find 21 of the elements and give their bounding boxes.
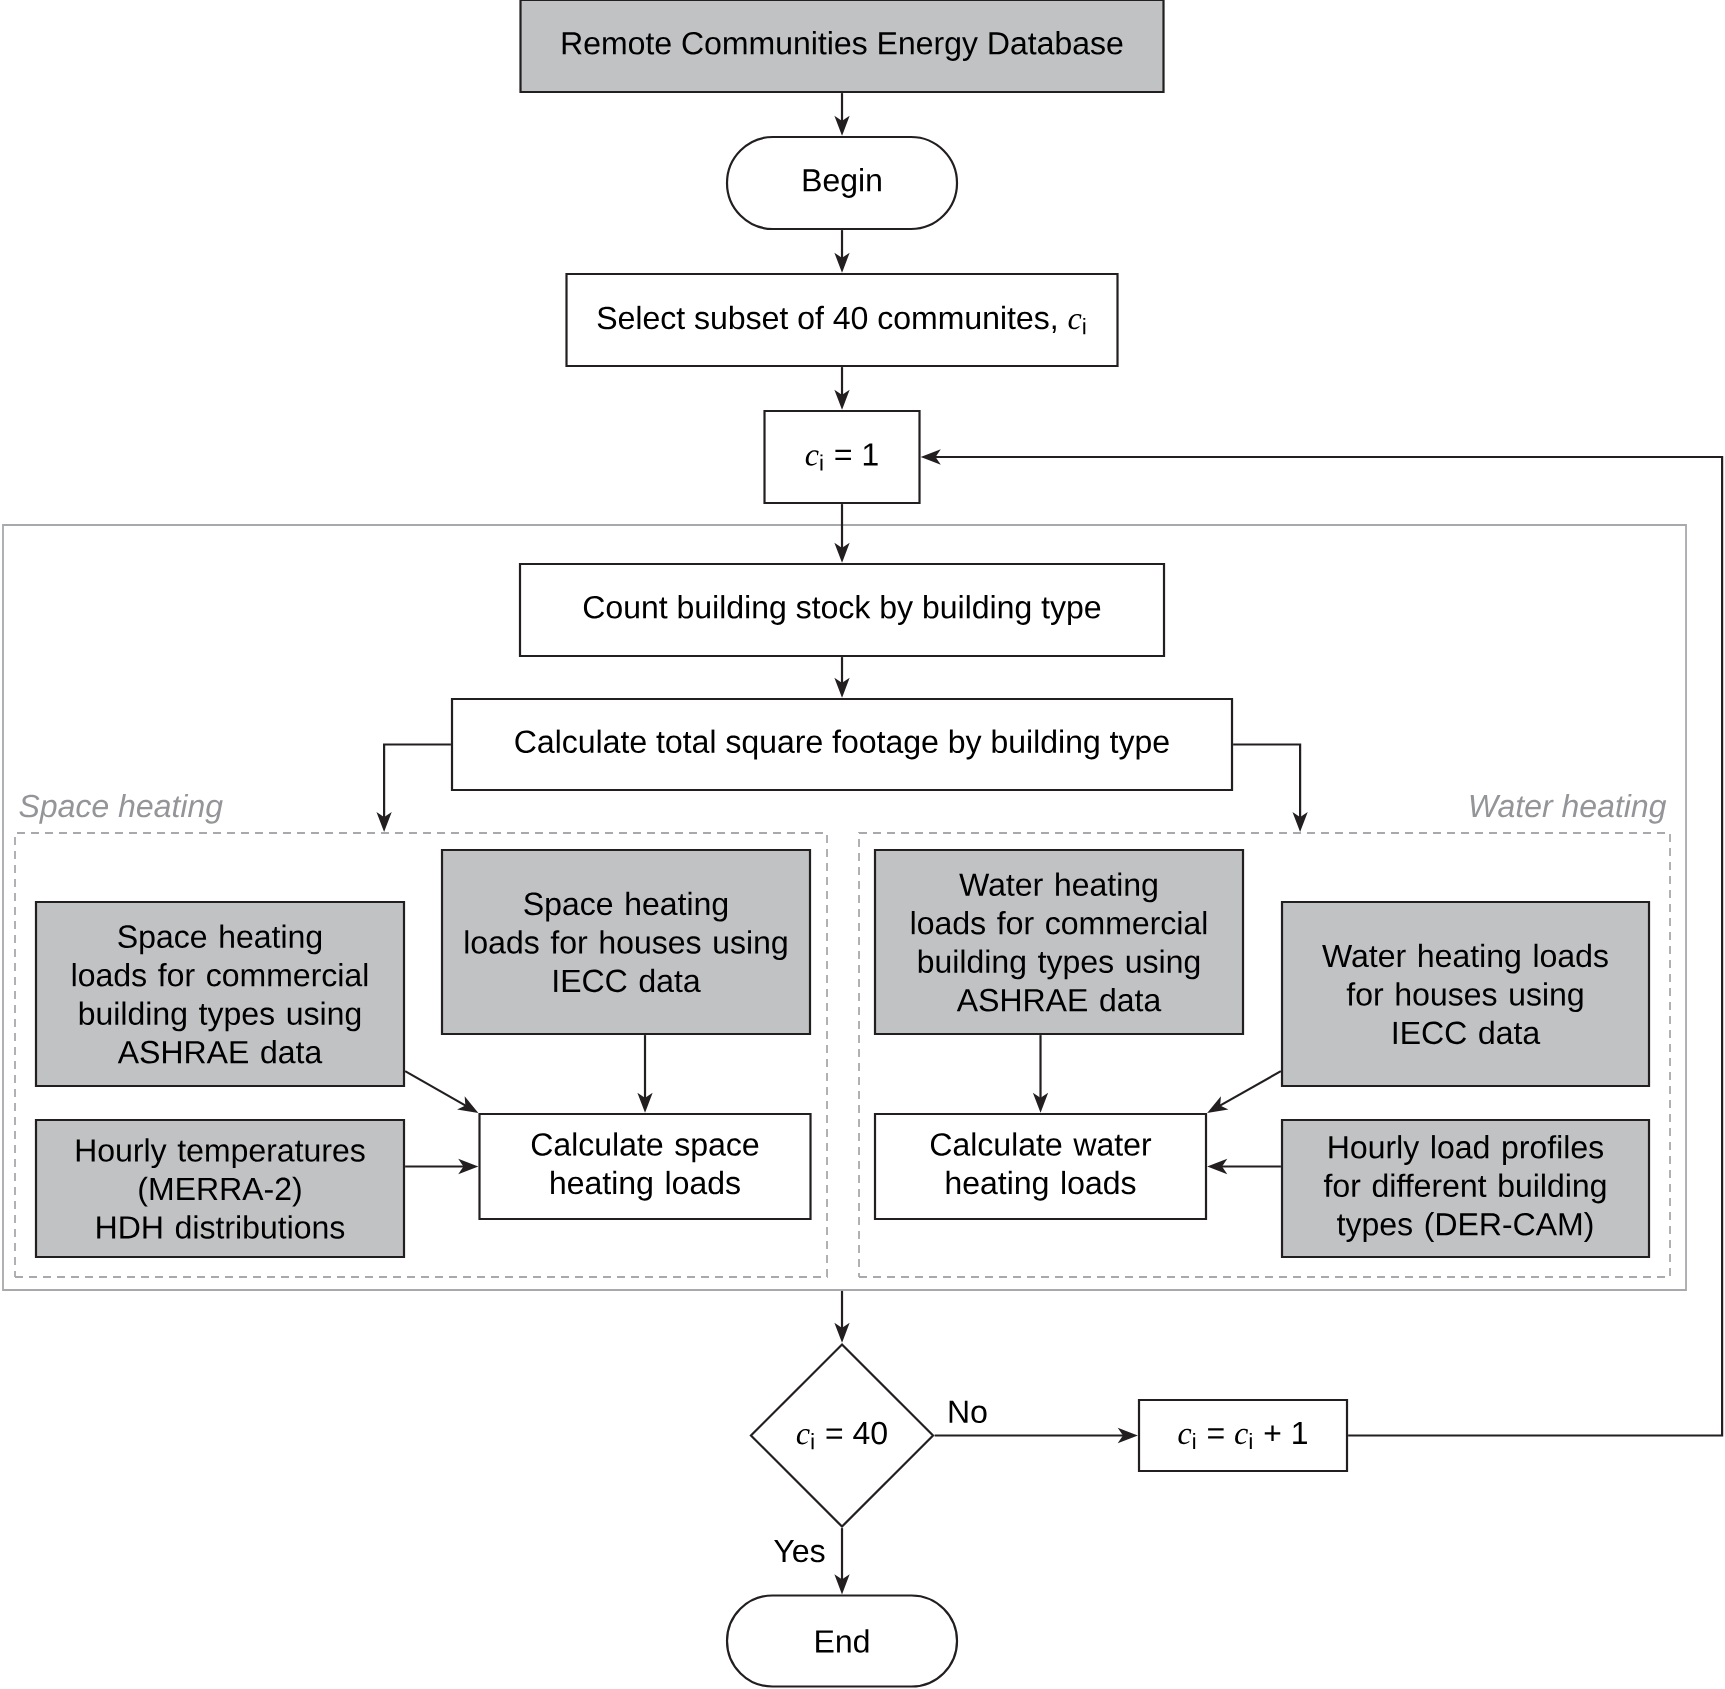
process-box: Calculate space heating loads [478,1112,812,1221]
process-box: Select subset of 40 communites, c$_{i}$ [565,272,1119,368]
edge-label: Yes [769,1535,830,1567]
edge-label: No [943,1396,992,1428]
process-box: Calculate water heating loads [873,1112,1208,1221]
process-box: c$_{i}$ = 1 [763,409,921,505]
terminal: End [725,1594,959,1688]
input-box: Water heating loads for houses using IECC data [1280,900,1651,1088]
input-box: Space heating loads for commercial building types using ASHRAE data [34,900,406,1088]
input-box: Water heating loads for commercial building types using ASHRAE data [873,848,1245,1036]
frame [2,524,1687,1291]
panel-heading: Water heating [1470,793,1667,824]
input-box: Remote Communities Energy Database [519,0,1165,94]
process-box: Count building stock by building type [518,562,1166,658]
panel-heading: Space heating [19,793,223,824]
terminal: Begin [725,135,959,231]
input-box: Hourly temperatures (MERRA-2) HDH distributions [34,1118,406,1259]
process-box: c$_{i}$ = c$_{i}$ + 1 [1137,1398,1349,1473]
input-box: Hourly load profiles for different building types (DER-CAM) [1280,1118,1651,1259]
input-box: Space heating loads for houses using IECC data [440,848,812,1036]
process-box: Calculate total square footage by building type [450,697,1234,792]
